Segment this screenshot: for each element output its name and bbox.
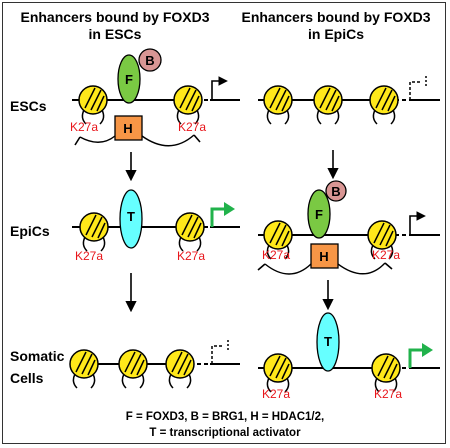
hdac-factor [310, 243, 339, 269]
brg1-label: B [331, 184, 340, 199]
hdac-label: H [123, 121, 132, 136]
row-label-epics: EpiCs [10, 223, 50, 239]
right-title-line1: Enhancers bound by FOXD3 [241, 9, 430, 25]
foxd3-label: F [315, 207, 323, 222]
nucleosome-icon [118, 349, 148, 389]
brg1-factor [138, 48, 162, 72]
nucleosome-icon [173, 85, 203, 125]
k27a-mark: K27a [262, 387, 290, 401]
nucleosome-icon [69, 349, 99, 389]
legend-line2: T = transcriptional activator [149, 427, 301, 439]
nucleosome-icon [369, 85, 399, 125]
k27a-mark: K27a [177, 249, 205, 263]
row-label-somatic-line1: Somatic [10, 348, 65, 364]
left-escs-locus: F B H K27a K27a [70, 48, 240, 147]
foxd3-factor [307, 189, 331, 239]
nucleosome-icon [79, 212, 109, 252]
left-epics-locus: T K27a K27a [72, 189, 240, 263]
left-title-line2: in ESCs [89, 26, 142, 42]
left-title-line1: Enhancers bound by FOXD3 [20, 9, 209, 25]
activator-factor [119, 189, 143, 249]
right-somatic-locus: T K27a K27a [258, 312, 440, 401]
k27a-mark: K27a [372, 248, 400, 262]
nucleosome-icon [263, 85, 293, 125]
k27a-mark: K27a [374, 387, 402, 401]
k27a-mark: K27a [178, 120, 206, 134]
legend-line1: F = FOXD3, B = BRG1, H = HDAC1/2, [126, 411, 324, 423]
activator-factor [316, 312, 340, 372]
left-somatic-locus [69, 340, 240, 389]
foxd3-factor [117, 54, 141, 104]
tss-arrow-icon [211, 76, 228, 100]
foxd3-label: F [125, 72, 133, 87]
hdac-label: H [319, 249, 328, 264]
hdac-factor [114, 115, 143, 141]
activator-label: T [127, 209, 135, 224]
poised-tss-icon [409, 76, 427, 100]
tss-arrow-icon [409, 211, 426, 235]
right-escs-locus [258, 76, 440, 125]
right-title-line2: in EpiCs [308, 26, 364, 42]
brg1-factor [325, 180, 347, 202]
k27a-mark: K27a [70, 120, 98, 134]
activator-label: T [324, 334, 332, 349]
row-label-escs: ESCs [10, 98, 47, 114]
brg1-label: B [145, 53, 154, 68]
k27a-mark: K27a [262, 248, 290, 262]
nucleosome-icon [313, 85, 343, 125]
figure-border [2, 2, 446, 444]
k27a-mark: K27a [75, 249, 103, 263]
active-tss-arrow-icon [210, 202, 235, 227]
row-label-somatic-line2: Cells [10, 370, 44, 386]
nucleosome-icon [165, 349, 195, 389]
active-tss-arrow-icon [408, 343, 433, 368]
nucleosome-icon [175, 212, 205, 252]
poised-tss-icon [211, 340, 229, 364]
right-epics-locus: F B H K27a K27a [257, 180, 440, 275]
nucleosome-icon [78, 85, 108, 125]
